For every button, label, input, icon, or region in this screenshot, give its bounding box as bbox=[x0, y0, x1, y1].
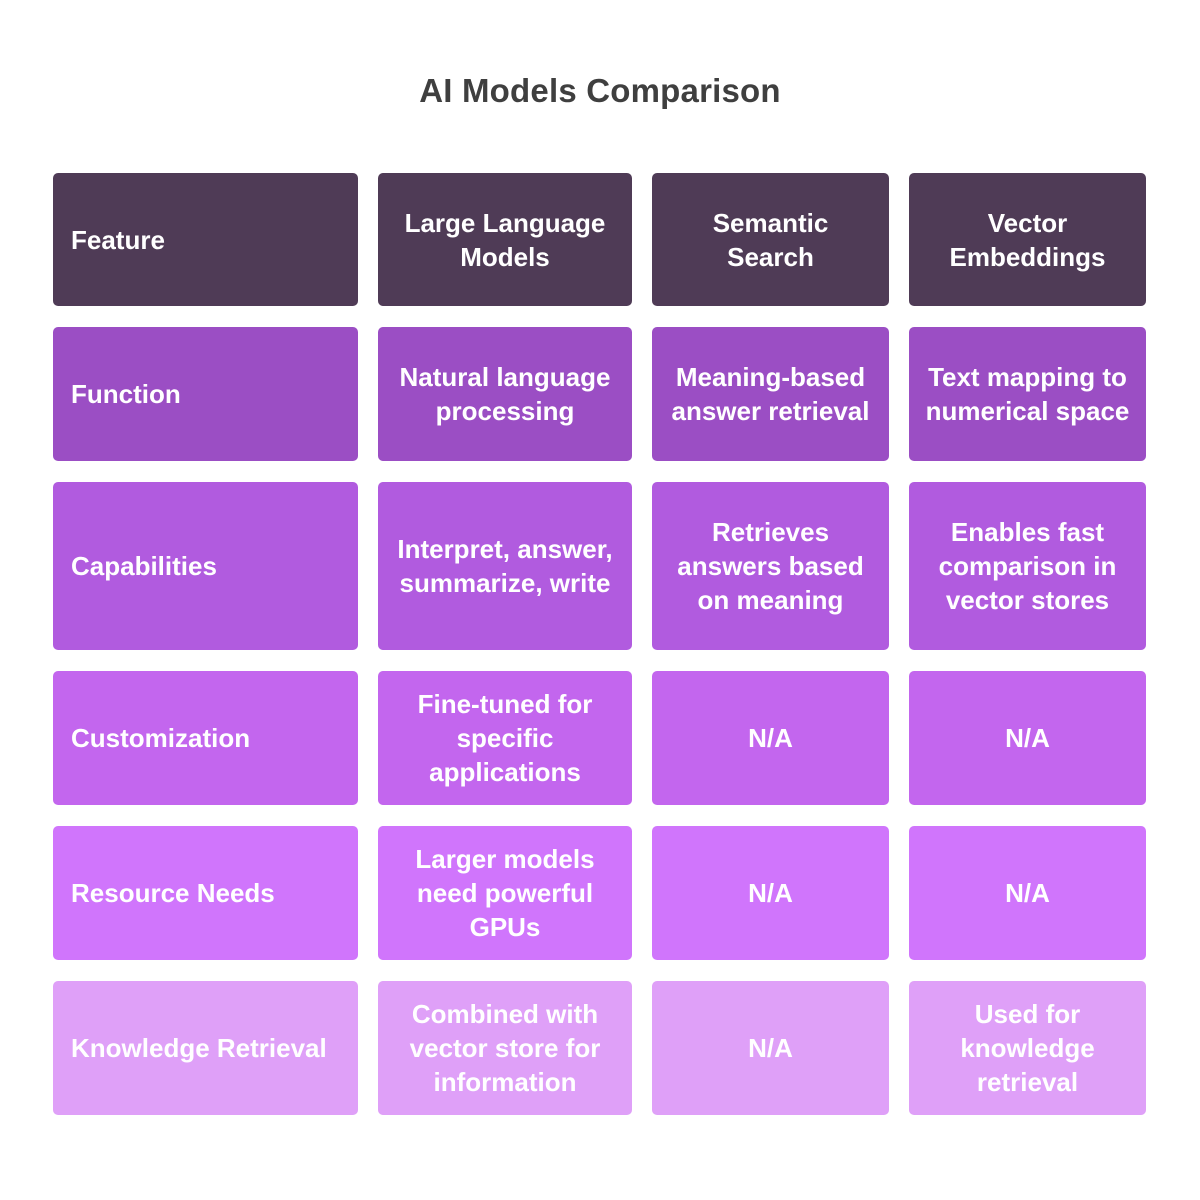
row-customization-vector: N/A bbox=[909, 671, 1146, 805]
row-knowledge-retrieval-llm: Combined with vector store for informati… bbox=[378, 981, 632, 1115]
row-resource-needs-semantic: N/A bbox=[652, 826, 889, 960]
row-customization-llm: Fine-tuned for specific applications bbox=[378, 671, 632, 805]
row-function-feature: Function bbox=[53, 327, 358, 461]
row-customization-semantic: N/A bbox=[652, 671, 889, 805]
row-capabilities-semantic: Retrieves answers based on meaning bbox=[652, 482, 889, 650]
header-cell-feature: Feature bbox=[53, 173, 358, 306]
row-capabilities-llm: Interpret, answer, summarize, write bbox=[378, 482, 632, 650]
row-resource-needs-feature: Resource Needs bbox=[53, 826, 358, 960]
row-capabilities-vector: Enables fast comparison in vector stores bbox=[909, 482, 1146, 650]
row-knowledge-retrieval-vector: Used for knowledge retrieval bbox=[909, 981, 1146, 1115]
row-function-vector: Text mapping to numerical space bbox=[909, 327, 1146, 461]
page-title: AI Models Comparison bbox=[419, 72, 781, 109]
row-resource-needs-llm: Larger models need powerful GPUs bbox=[378, 826, 632, 960]
row-customization-feature: Customization bbox=[53, 671, 358, 805]
header-cell-semantic-search: Semantic Search bbox=[652, 173, 889, 306]
row-resource-needs-vector: N/A bbox=[909, 826, 1146, 960]
row-function-llm: Natural language processing bbox=[378, 327, 632, 461]
header-cell-vector-embeddings: Vector Embeddings bbox=[909, 173, 1146, 306]
comparison-table: Feature Large Language Models Semantic S… bbox=[53, 173, 1147, 1115]
row-function-semantic: Meaning-based answer retrieval bbox=[652, 327, 889, 461]
row-knowledge-retrieval-semantic: N/A bbox=[652, 981, 889, 1115]
row-knowledge-retrieval-feature: Knowledge Retrieval bbox=[53, 981, 358, 1115]
row-capabilities-feature: Capabilities bbox=[53, 482, 358, 650]
header-cell-llm: Large Language Models bbox=[378, 173, 632, 306]
